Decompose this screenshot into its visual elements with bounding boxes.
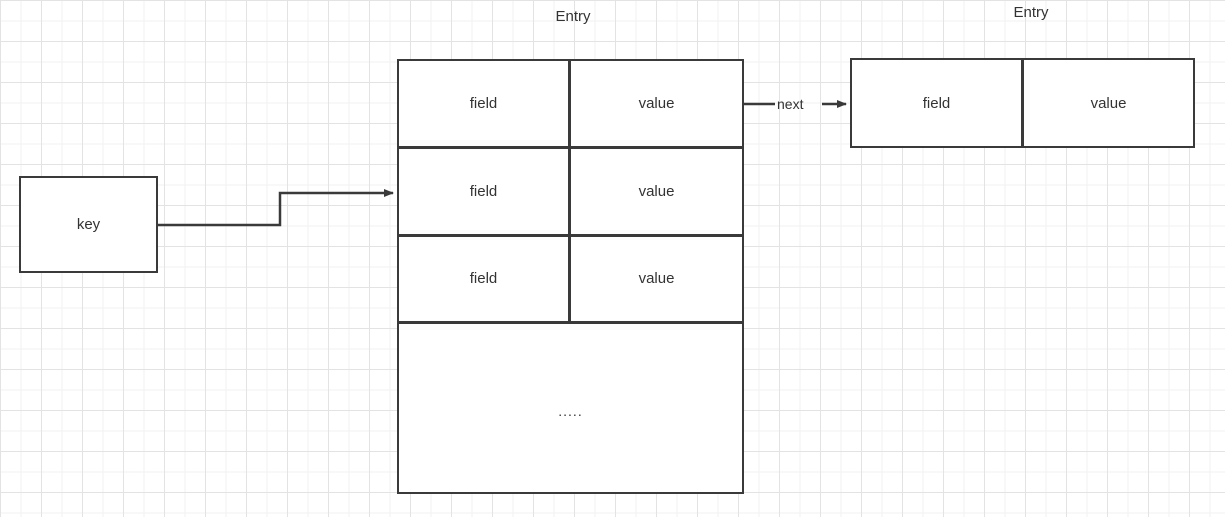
main-entry-row-1-field: field	[469, 95, 498, 112]
main-entry-row-3-value: value	[638, 270, 675, 287]
next-entry-value: value	[1090, 94, 1127, 112]
entry-title-next: Entry	[1013, 4, 1049, 21]
next-entry-column-divider	[1021, 58, 1024, 148]
next-entry-field: field	[922, 94, 951, 112]
main-entry-row-divider-3	[397, 321, 744, 324]
main-entry-ellipsis: .....	[558, 403, 583, 419]
entry-title-main: Entry	[555, 8, 591, 25]
main-entry-row-divider-1	[397, 146, 744, 149]
main-entry-node[interactable]	[397, 59, 744, 494]
edge-key-to-entry	[158, 189, 394, 227]
main-entry-row-3-field: field	[469, 270, 498, 287]
main-entry-row-divider-2	[397, 234, 744, 237]
key-node-label: key	[76, 216, 101, 233]
main-entry-column-divider	[568, 59, 571, 324]
edge-label-next: next	[777, 96, 804, 112]
main-entry-row-2-value: value	[638, 182, 675, 200]
main-entry-row-2-field: field	[469, 182, 498, 200]
main-entry-row-1-value: value	[638, 95, 675, 112]
key-node[interactable]: key	[19, 176, 158, 273]
